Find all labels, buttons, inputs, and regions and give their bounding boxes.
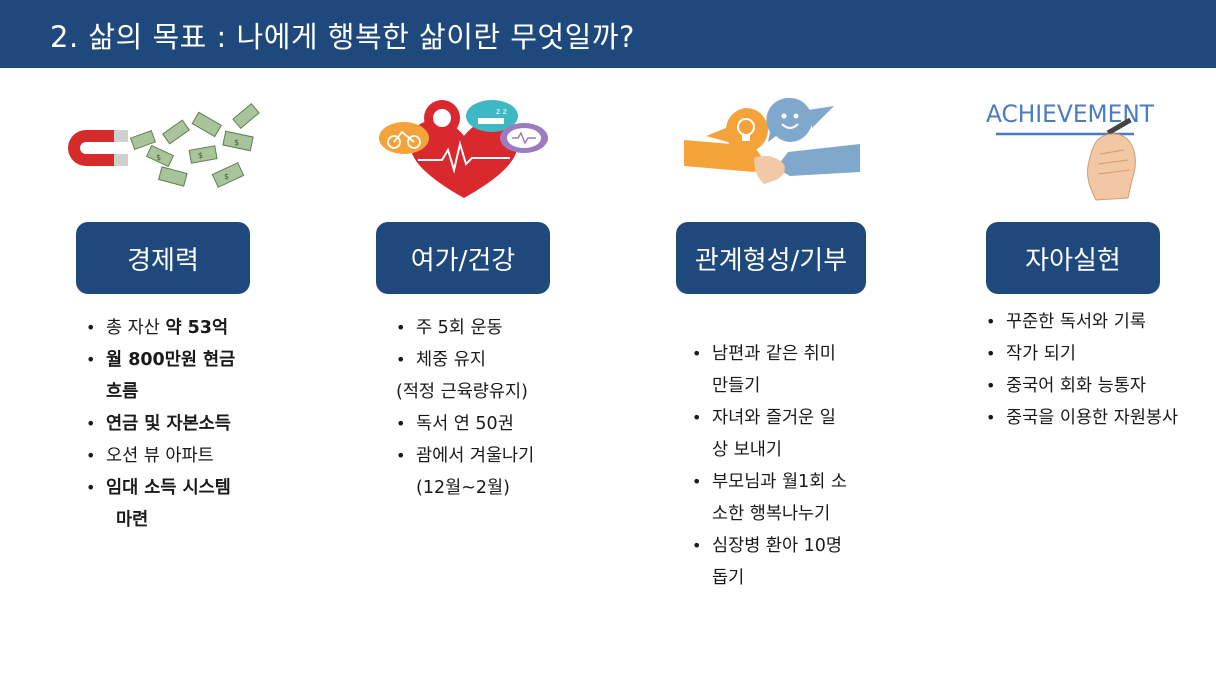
goal-text: 마련 <box>116 510 149 530</box>
category-label: 자아실현 <box>1025 245 1121 276</box>
goal-item: 주 5회 운동 <box>396 312 534 344</box>
svg-text:$: $ <box>156 153 161 162</box>
goal-text: 체중 유지 <box>416 350 486 370</box>
goal-text: (적정 근육량유지) <box>396 382 528 402</box>
goal-text: 상 보내기 <box>712 440 782 460</box>
relationship-goals-list: 남편과 같은 취미만들기자녀와 즐거운 일상 보내기부모님과 월1회 소소한 행… <box>692 338 847 594</box>
goal-item: 임대 소득 시스템 <box>86 472 235 504</box>
relationship-illustration <box>684 97 860 184</box>
goal-item: 오션 뷰 아파트 <box>86 440 235 472</box>
goal-item: 소한 행복나누기 <box>692 498 847 530</box>
svg-text:z z: z z <box>496 107 507 116</box>
category-economic-power: 경제력 <box>76 222 250 294</box>
goal-item: 흐름 <box>86 376 235 408</box>
goal-text: 괌에서 겨울나기 <box>416 446 535 466</box>
achievement-text: ACHIEVEMENT <box>986 100 1154 128</box>
goal-text: 자녀와 즐거운 일 <box>712 408 836 428</box>
magnet-icon <box>68 130 128 166</box>
goal-text: 만들기 <box>712 376 761 396</box>
category-self-realization: 자아실현 <box>986 222 1160 294</box>
goal-item: 돕기 <box>692 562 847 594</box>
goal-item: 만들기 <box>692 370 847 402</box>
magnet-money-illustration: $ $ $ $ <box>68 102 260 188</box>
leisure-health-goals-list: 주 5회 운동체중 유지 (적정 근육량유지) 독서 연 50권괌에서 겨울나기 (1… <box>396 312 534 504</box>
goal-item: 남편과 같은 취미 <box>692 338 847 370</box>
goal-item: 중국을 이용한 자원봉사 <box>986 402 1178 434</box>
goal-text: 연금 및 자본소득 <box>106 414 231 434</box>
category-label: 관계형성/기부 <box>694 245 848 276</box>
self-realization-goals-list: 꾸준한 독서와 기록작가 되기중국어 회화 능통자중국을 이용한 자원봉사 <box>986 306 1178 434</box>
goal-text: 부모님과 월1회 소 <box>712 472 847 492</box>
goal-text: 오션 뷰 아파트 <box>106 446 214 466</box>
sleep-icon: z z <box>466 100 518 132</box>
goal-text: 흐름 <box>106 382 139 402</box>
category-relationships-donation: 관계형성/기부 <box>676 222 866 294</box>
goal-item: 작가 되기 <box>986 338 1178 370</box>
goal-item: 꾸준한 독서와 기록 <box>986 306 1178 338</box>
goal-text: 작가 되기 <box>1006 344 1076 364</box>
goal-item: 독서 연 50권 <box>396 408 534 440</box>
slide-header: 2. 삶의 목표 : 나에게 행복한 삶이란 무엇일까? <box>0 0 1216 68</box>
goal-text: 꾸준한 독서와 기록 <box>1006 312 1146 332</box>
goal-item: 심장병 환아 10명 <box>692 530 847 562</box>
goal-text: 중국을 이용한 자원봉사 <box>1006 408 1179 428</box>
category-leisure-health: 여가/건강 <box>376 222 550 294</box>
goal-item: (12월~2월) <box>396 472 534 504</box>
goal-text: 약 53억 <box>165 318 229 338</box>
goal-text: 독서 연 50권 <box>416 414 514 434</box>
apple-icon <box>424 100 460 136</box>
goal-item: 괌에서 겨울나기 <box>396 440 534 472</box>
goal-text: 중국어 회화 능통자 <box>1006 376 1146 396</box>
goal-item: 부모님과 월1회 소 <box>692 466 847 498</box>
hand-pen-icon <box>1087 117 1136 201</box>
goal-text: 소한 행복나누기 <box>712 504 831 524</box>
goal-item: 자녀와 즐거운 일 <box>692 402 847 434</box>
goal-text: 임대 소득 시스템 <box>106 478 231 498</box>
bicycle-icon <box>379 122 429 154</box>
dollar-symbols: $ $ $ $ <box>156 138 239 181</box>
lightbulb-bubble-icon <box>706 108 768 152</box>
goal-text: 주 5회 운동 <box>416 318 503 338</box>
goal-item: 연금 및 자본소득 <box>86 408 235 440</box>
goal-item: 월 800만원 현금 <box>86 344 235 376</box>
svg-text:$: $ <box>224 172 229 181</box>
goal-text: 남편과 같은 취미 <box>712 344 836 364</box>
goal-item: 체중 유지 <box>396 344 534 376</box>
smiley-bubble-icon <box>766 97 834 142</box>
svg-text:$: $ <box>234 138 239 147</box>
goal-text: 총 자산 <box>106 318 166 338</box>
heartbeat-badge-icon <box>500 123 548 153</box>
category-label: 경제력 <box>127 245 199 276</box>
achievement-illustration: ACHIEVEMENT <box>986 100 1154 201</box>
goal-text: (12월~2월) <box>416 478 510 498</box>
handshake-icon <box>684 140 860 184</box>
category-label: 여가/건강 <box>410 245 516 276</box>
goal-item: 중국어 회화 능통자 <box>986 370 1178 402</box>
goal-item: 상 보내기 <box>692 434 847 466</box>
money-bills-icon <box>129 102 260 188</box>
goal-text: 심장병 환아 10명 <box>712 536 842 556</box>
heart-icon <box>410 120 518 198</box>
goal-text: 월 800만원 현금 <box>106 350 236 370</box>
goal-item: (적정 근육량유지) <box>396 376 534 408</box>
goal-item: 마련 <box>86 504 235 536</box>
svg-text:$: $ <box>198 151 203 160</box>
goal-text: 돕기 <box>712 568 745 588</box>
slide-title: 2. 삶의 목표 : 나에게 행복한 삶이란 무엇일까? <box>50 20 635 54</box>
goal-item: 총 자산 약 53억 <box>86 312 235 344</box>
economic-goals-list: 총 자산 약 53억월 800만원 현금흐름연금 및 자본소득오션 뷰 아파트임… <box>86 312 235 536</box>
health-leisure-illustration: z z <box>379 100 548 198</box>
